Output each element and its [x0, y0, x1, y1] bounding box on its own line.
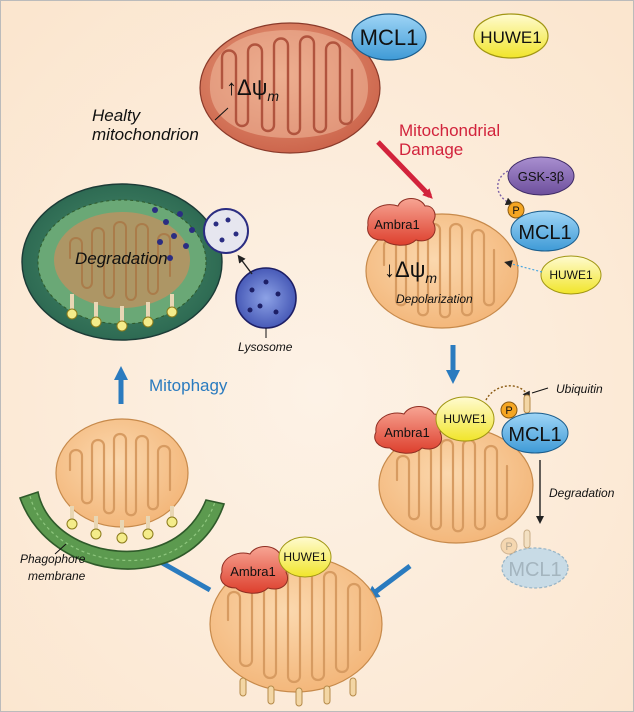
flow-arrow-down-left [365, 564, 412, 600]
ubiquitin-tag-lower [523, 394, 531, 414]
svg-text:HUWE1: HUWE1 [480, 28, 541, 47]
phagophore-pointer-line [54, 543, 67, 555]
autolysosome-receptor-links [66, 294, 178, 332]
lysosome-label: Lysosome [238, 340, 293, 354]
huwe1-protein-middle: HUWE1 [540, 255, 602, 295]
ubiquitin-pointer-line [531, 387, 549, 394]
mcl1-protein-middle: MCL1 [510, 210, 580, 252]
svg-text:MCL1: MCL1 [508, 559, 561, 581]
ubiquitin-transfer-arrow [485, 385, 530, 401]
svg-text:HUWE1: HUWE1 [549, 268, 593, 282]
healthy-label-line1: Healty [92, 106, 142, 125]
huwe1-protein-bottom: HUWE1 [278, 536, 332, 578]
depolarization-label: Depolarization [396, 292, 473, 306]
phagophore-membrane [18, 490, 226, 570]
huwe1-release-arrow [504, 260, 543, 273]
healthy-pointer-line [214, 107, 229, 121]
fusing-lysosome [203, 208, 249, 254]
mito-damage-label-line1: Mitochondrial [399, 121, 500, 140]
healthy-label-line2: mitochondrion [92, 125, 199, 144]
degradation-label-right: Degradation [549, 486, 615, 500]
lysosome [235, 267, 297, 329]
ambra1-protein-bottom: Ambra1 [220, 546, 290, 594]
phagophore-label-line1: Phagophore [20, 552, 86, 566]
svg-text:MCL1: MCL1 [518, 222, 571, 244]
damage-arrow [376, 140, 433, 199]
mcl1-protein-lower: MCL1 [501, 412, 569, 454]
delta-psi-down-label: ↓Δψm [384, 257, 437, 286]
lysosome-fusion-arrow [237, 254, 253, 275]
mcl1-protein-degraded: MCL1 [501, 547, 569, 589]
huwe1-protein-top: HUWE1 [473, 13, 549, 59]
svg-text:GSK-3β: GSK-3β [518, 169, 565, 184]
ubiquitinated-mitochondrion [378, 426, 534, 544]
gsk3b-protein: GSK-3β [507, 156, 575, 196]
healthy-mitochondrion [199, 22, 381, 154]
delta-psi-up-label: ↑Δψm [226, 75, 279, 104]
svg-text:HUWE1: HUWE1 [283, 550, 327, 564]
phagophore-label-line2: membrane [28, 569, 86, 583]
svg-text:Ambra1: Ambra1 [230, 564, 276, 579]
phagophore-receptor-links [66, 506, 178, 544]
svg-text:P: P [512, 205, 519, 217]
phospho-badge-middle: P [507, 201, 525, 219]
ubiquitin-label: Ubiquitin [556, 382, 603, 396]
degradation-label-left: Degradation [75, 249, 168, 268]
svg-text:HUWE1: HUWE1 [443, 412, 487, 426]
huwe1-protein-lower: HUWE1 [435, 396, 495, 442]
gsk3b-phospho-arrow [497, 170, 514, 206]
svg-text:P: P [505, 541, 512, 553]
phospho-badge-degraded: P [500, 537, 518, 555]
bottom-ubiquitin-tags [239, 677, 357, 707]
svg-text:P: P [505, 405, 512, 417]
svg-text:Ambra1: Ambra1 [384, 425, 430, 440]
ubiquitin-tag-degraded [523, 529, 531, 549]
ambra1-protein-damaged: Ambra1 [367, 198, 436, 246]
svg-text:MCL1: MCL1 [360, 25, 419, 50]
svg-text:Ambra1: Ambra1 [374, 217, 420, 232]
engulfed-mitochondrion [55, 418, 189, 528]
mcl1-protein-top: MCL1 [351, 13, 427, 61]
phospho-badge-lower: P [500, 401, 518, 419]
mitophagy-label: Mitophagy [149, 376, 228, 395]
ambra1-protein-lower: Ambra1 [374, 406, 444, 454]
mito-damage-label-line2: Damage [399, 140, 463, 159]
autolysosome-enzyme-dots [152, 207, 195, 261]
svg-text:MCL1: MCL1 [508, 424, 561, 446]
